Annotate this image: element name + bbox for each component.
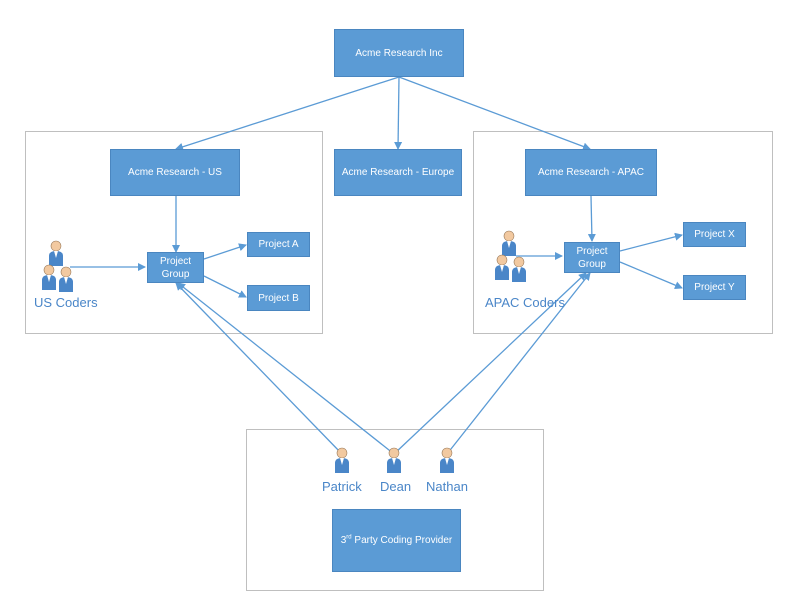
patrick-label: Patrick <box>322 479 362 494</box>
project-b-label: Project B <box>258 292 299 304</box>
edge-group-projecty <box>619 261 683 289</box>
us-project-group-label-2: Group <box>161 268 190 280</box>
third-party-provider-node: 3rd Party Coding Provider <box>332 509 461 572</box>
project-x-label: Project X <box>694 229 735 240</box>
provider-rest: Party Coding Provider <box>351 535 453 546</box>
acme-research-apac-node: Acme Research - APAC <box>525 149 657 196</box>
edge-group-projecta <box>203 243 247 260</box>
person-icon <box>512 256 526 282</box>
project-x-node: Project X <box>683 222 746 247</box>
edge-root-us <box>175 76 400 151</box>
acme-research-europe-label: Acme Research - Europe <box>341 167 455 178</box>
edge-root-europe <box>394 76 403 150</box>
acme-research-us-label: Acme Research - US <box>128 167 222 178</box>
person-icon <box>502 230 516 256</box>
apac-project-group-label-1: Project <box>576 245 608 257</box>
nathan-label: Nathan <box>426 479 468 494</box>
person-icon <box>495 254 509 280</box>
project-a-label: Project A <box>258 239 299 250</box>
edge-apac-group <box>587 195 596 242</box>
person-icon <box>42 264 56 290</box>
apac-coders-label: APAC Coders <box>485 295 565 310</box>
apac-project-group-label-2: Group <box>578 258 606 270</box>
us-coders-label: US Coders <box>34 295 98 310</box>
us-project-group-node: Project Group <box>147 252 204 283</box>
edge-group-projectx <box>619 232 683 252</box>
edge-nathan-apacgroup <box>446 272 591 455</box>
project-a-node: Project A <box>247 232 310 257</box>
apac-project-group-node: Project Group <box>564 242 620 273</box>
acme-research-us-node: Acme Research - US <box>110 149 240 196</box>
edge-dean-usgroup <box>177 282 395 455</box>
acme-research-europe-node: Acme Research - Europe <box>334 149 462 196</box>
edge-root-apac <box>398 76 591 151</box>
edge-group-projectb <box>203 275 247 298</box>
edge-patrick-usgroup <box>175 282 343 455</box>
acme-research-apac-label: Acme Research - APAC <box>538 167 644 178</box>
acme-research-inc-label: Acme Research Inc <box>355 47 443 59</box>
acme-research-inc-node: Acme Research Inc <box>334 29 464 77</box>
person-icon <box>440 447 454 473</box>
dean-label: Dean <box>380 479 412 494</box>
provider-prefix: 3 <box>340 535 347 546</box>
project-y-label: Project Y <box>694 282 735 293</box>
person-icon <box>49 240 63 266</box>
person-icon <box>387 447 401 473</box>
edge-dean-apacgroup <box>393 272 587 455</box>
third-party-provider-label: 3rd Party Coding Provider <box>341 534 453 547</box>
person-icon <box>59 266 73 292</box>
project-b-node: Project B <box>247 285 310 311</box>
us-project-group-label-1: Project <box>159 255 192 267</box>
provider-superscript: rd <box>346 534 352 541</box>
project-y-node: Project Y <box>683 275 746 300</box>
person-icon <box>335 447 349 473</box>
